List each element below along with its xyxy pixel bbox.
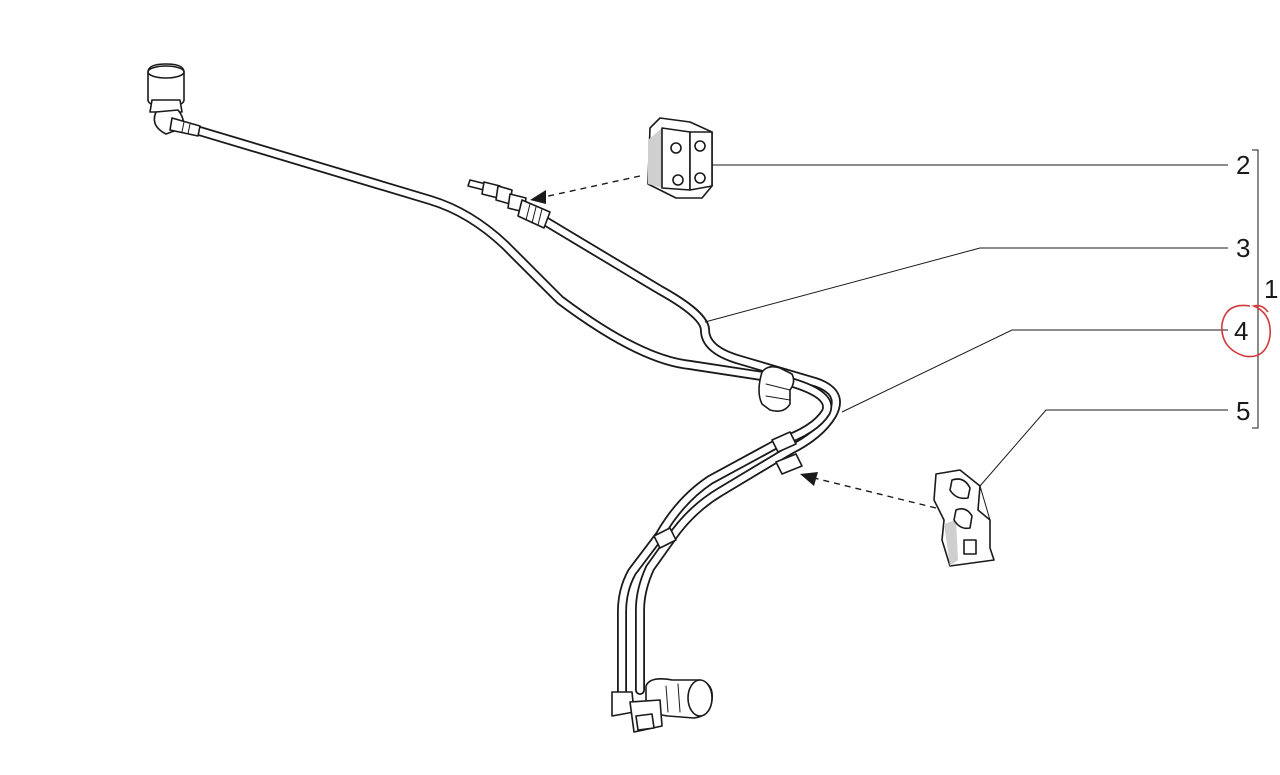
long-fuel-pipe (171, 119, 780, 383)
clip-part-5 (933, 469, 995, 567)
callout-labels: 2 3 1 4 5 (1234, 150, 1278, 426)
callout-3: 3 (1236, 233, 1250, 263)
inline-connector (467, 179, 551, 229)
pipe-bands (653, 431, 803, 549)
long-pipe-lower-run (617, 373, 833, 705)
callout-5: 5 (1236, 396, 1250, 426)
callout-2: 2 (1236, 150, 1250, 180)
highlight-circle-callout-4 (1221, 304, 1271, 358)
assembly-arrow-upper (530, 175, 641, 204)
leader-lines (704, 149, 1259, 487)
bracket-part-2 (647, 117, 713, 199)
top-left-fitting (147, 63, 201, 137)
callout-1: 1 (1264, 274, 1278, 304)
bottom-fitting (611, 678, 714, 733)
callout-4: 4 (1234, 316, 1248, 346)
short-fuel-pipe (525, 207, 841, 695)
pipe-clamp (758, 365, 795, 412)
assembly-arrow-lower (800, 472, 937, 509)
